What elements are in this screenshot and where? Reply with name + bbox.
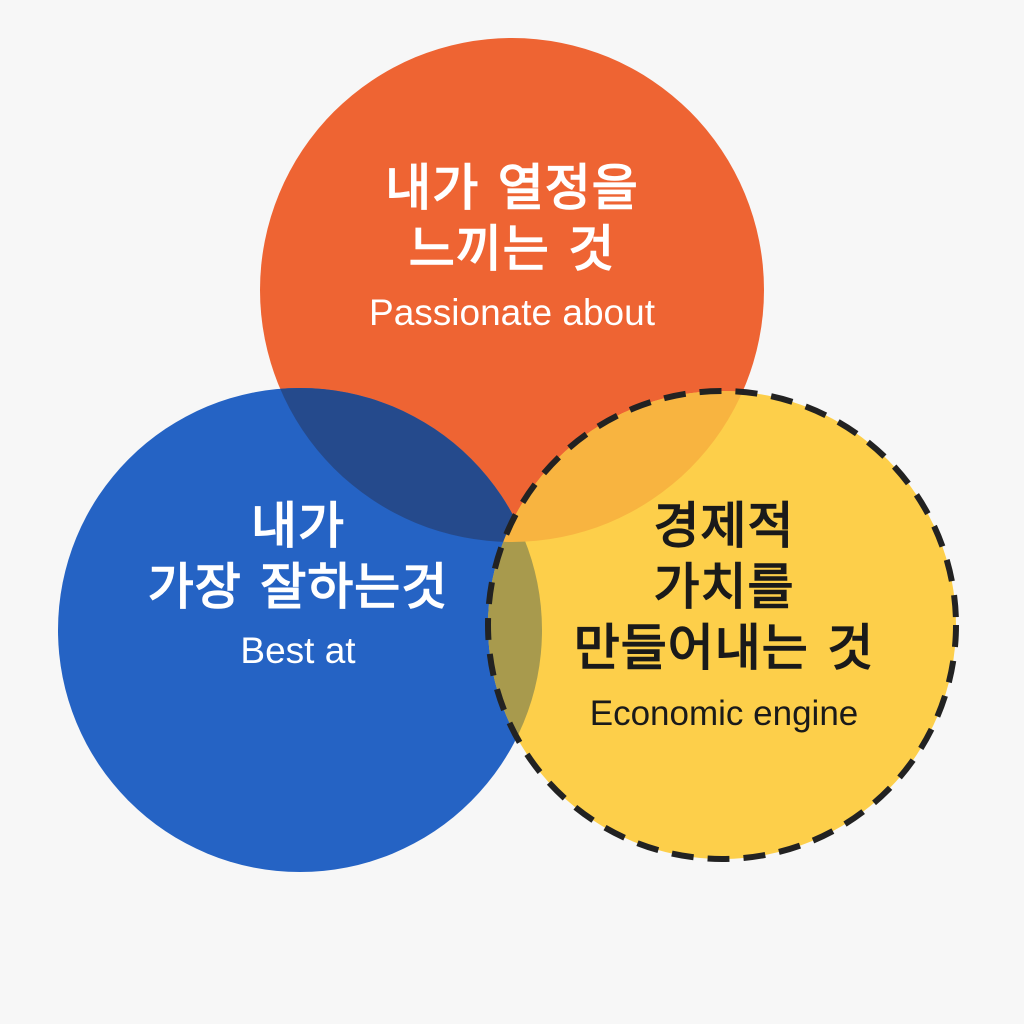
best-at-subtitle: Best at [240,630,356,671]
passion-subtitle: Passionate about [369,292,655,333]
best-at-title-line: 내가 [251,497,345,555]
best-at-title-line: 가장 잘하는것 [147,558,449,616]
passion-label: 내가 열정을 느끼는 것 Passionate about [262,158,762,335]
passion-title: 내가 열정을 느끼는 것 [262,158,762,280]
overlap-passion-economic [488,391,764,542]
economic-engine-title: 경제적 가치를 만들어내는 것 [490,496,958,679]
overlap-passion-best [260,388,542,542]
best-at-label: 내가 가장 잘하는것 Best at [60,496,536,673]
economic-engine-title-line: 만들어내는 것 [573,619,875,677]
passion-title-line: 내가 열정을 [385,159,639,217]
economic-engine-label: 경제적 가치를 만들어내는 것 Economic engine [490,496,958,736]
economic-engine-dashed-border [485,388,959,862]
passion-title-line: 느끼는 것 [408,220,616,278]
economic-engine-subtitle: Economic engine [589,694,859,733]
best-at-title: 내가 가장 잘하는것 [60,496,536,618]
economic-engine-title-line: 경제적 [653,497,795,555]
economic-engine-title-line: 가치를 [653,558,795,616]
